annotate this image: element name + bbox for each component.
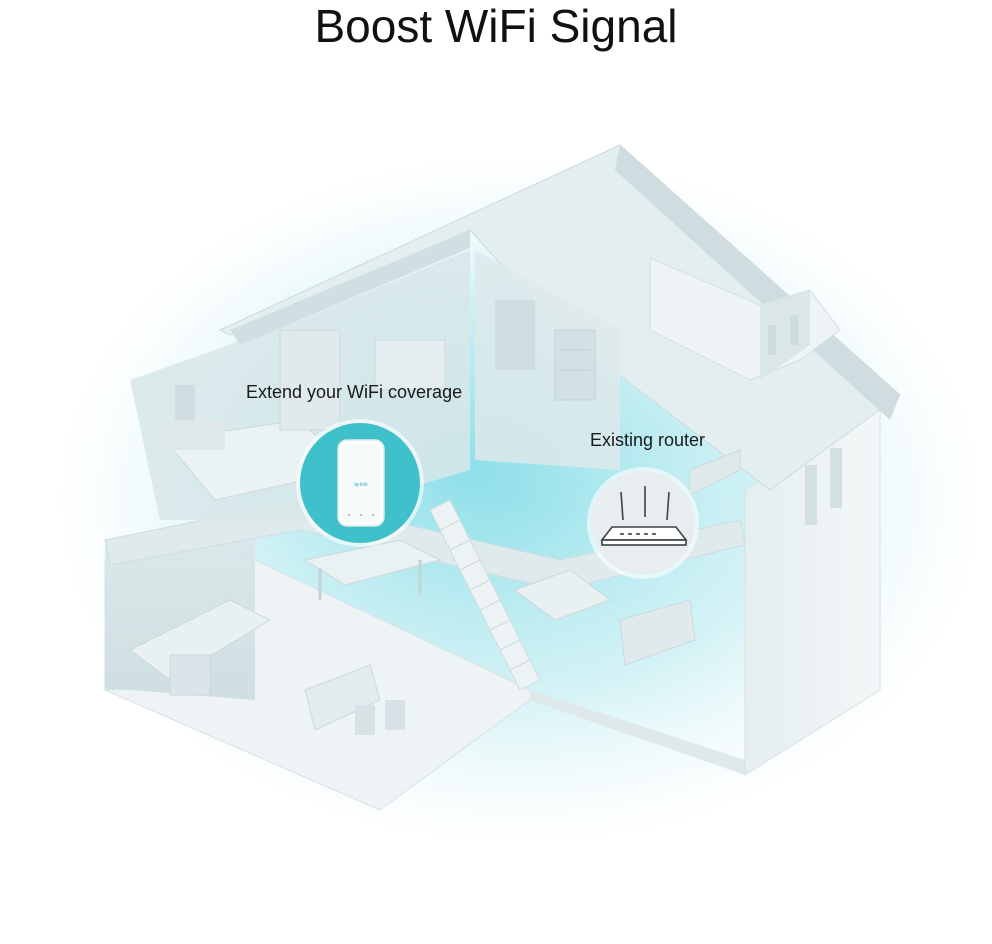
router-shelf xyxy=(689,449,741,496)
extender-badge: tp-link xyxy=(296,419,424,547)
roof-dormer xyxy=(649,257,841,381)
dining-table xyxy=(303,539,442,600)
kitchen-furniture xyxy=(129,599,272,696)
svg-text:tp-link: tp-link xyxy=(354,482,368,488)
page-title: Boost WiFi Signal xyxy=(314,0,678,52)
staircase xyxy=(429,499,541,691)
router-icon xyxy=(600,486,688,546)
extender-label: Extend your WiFi coverage xyxy=(246,382,463,402)
wifi-extender-icon: tp-link xyxy=(337,439,385,527)
living-room-furniture xyxy=(304,569,696,735)
upper-right-room xyxy=(475,250,620,470)
router-badge xyxy=(587,467,699,579)
router-label: Existing router xyxy=(590,430,706,450)
wardrobe-furniture xyxy=(279,329,446,431)
